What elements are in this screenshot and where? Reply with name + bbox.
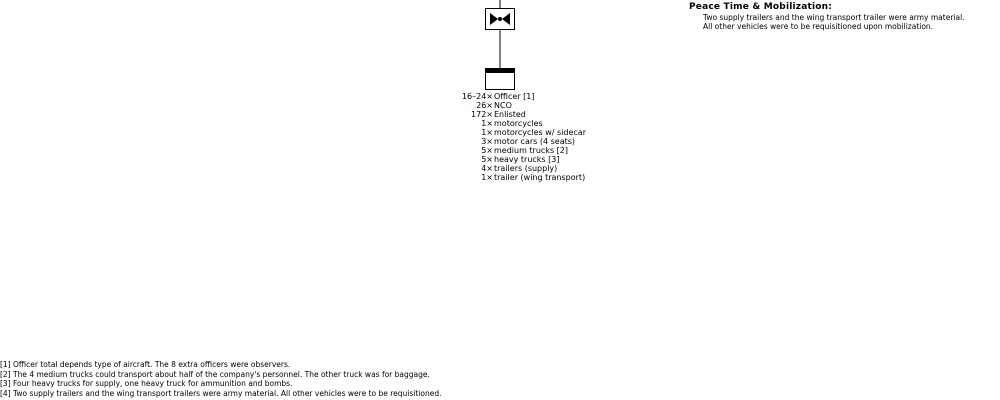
roster-item-label: Enlisted [494, 110, 526, 119]
roster-quantity: 1× [481, 119, 493, 128]
notes-line: All other vehicles were to be requisitio… [703, 22, 934, 31]
mobilization-notes: Peace Time & Mobilization: Two supply tr… [689, 2, 965, 31]
footnote-2: [2] The 4 medium trucks could transport … [0, 369, 430, 379]
roster-quantity: 1× [481, 128, 493, 137]
roster-item-label: NCO [494, 101, 512, 110]
roster-row: 16–24×Officer [1] [456, 92, 586, 101]
company-hq-icon [485, 68, 515, 90]
roster-quantity: 5× [481, 155, 493, 164]
roster-item-label: motorcycles w/ sidecar [494, 128, 586, 137]
roster-item-label: trailer (wing transport) [494, 173, 586, 182]
roster-row: 5×heavy trucks [3] [456, 155, 586, 164]
roster-quantity: 4× [481, 164, 493, 173]
footnotes: [1] Officer total depends type of aircra… [0, 360, 442, 398]
roster-row: 3×motor cars (4 seats) [456, 137, 586, 146]
footnote-1: [1] Officer total depends type of aircra… [0, 360, 291, 369]
roster-quantity: 3× [481, 137, 493, 146]
roster-item-label: trailers (supply) [494, 164, 558, 173]
roster-item-label: motorcycles [494, 119, 543, 128]
roster-row: 172×Enlisted [456, 110, 586, 119]
notes-line: Two supply trailers and the wing transpo… [703, 13, 965, 22]
roster-quantity: 16–24× [461, 92, 493, 101]
roster-item-label: motor cars (4 seats) [494, 137, 576, 146]
roster-item-label: Officer [1] [494, 92, 535, 101]
roster-row: 1×motorcycles [456, 119, 586, 128]
aviation-propeller-icon [485, 8, 515, 30]
roster-item-label: heavy trucks [3] [494, 155, 560, 164]
roster-quantity: 5× [481, 146, 493, 155]
notes-title: Peace Time & Mobilization: [689, 2, 833, 12]
roster-quantity: 172× [471, 110, 493, 119]
roster-item-label: medium trucks [2] [494, 146, 568, 155]
footnote-4: [4] Two supply trailers and the wing tra… [0, 388, 442, 398]
roster-row: 5×medium trucks [2] [456, 146, 586, 155]
roster-row: 4×trailers (supply) [456, 164, 586, 173]
roster-row: 1×trailer (wing transport) [456, 173, 586, 182]
roster-quantity: 1× [481, 173, 493, 182]
roster-row: 1×motorcycles w/ sidecar [456, 128, 586, 137]
footnote-3: [3] Four heavy trucks for supply, one he… [0, 379, 293, 388]
roster-row: 26×NCO [456, 101, 586, 110]
roster-quantity: 26× [476, 101, 493, 110]
